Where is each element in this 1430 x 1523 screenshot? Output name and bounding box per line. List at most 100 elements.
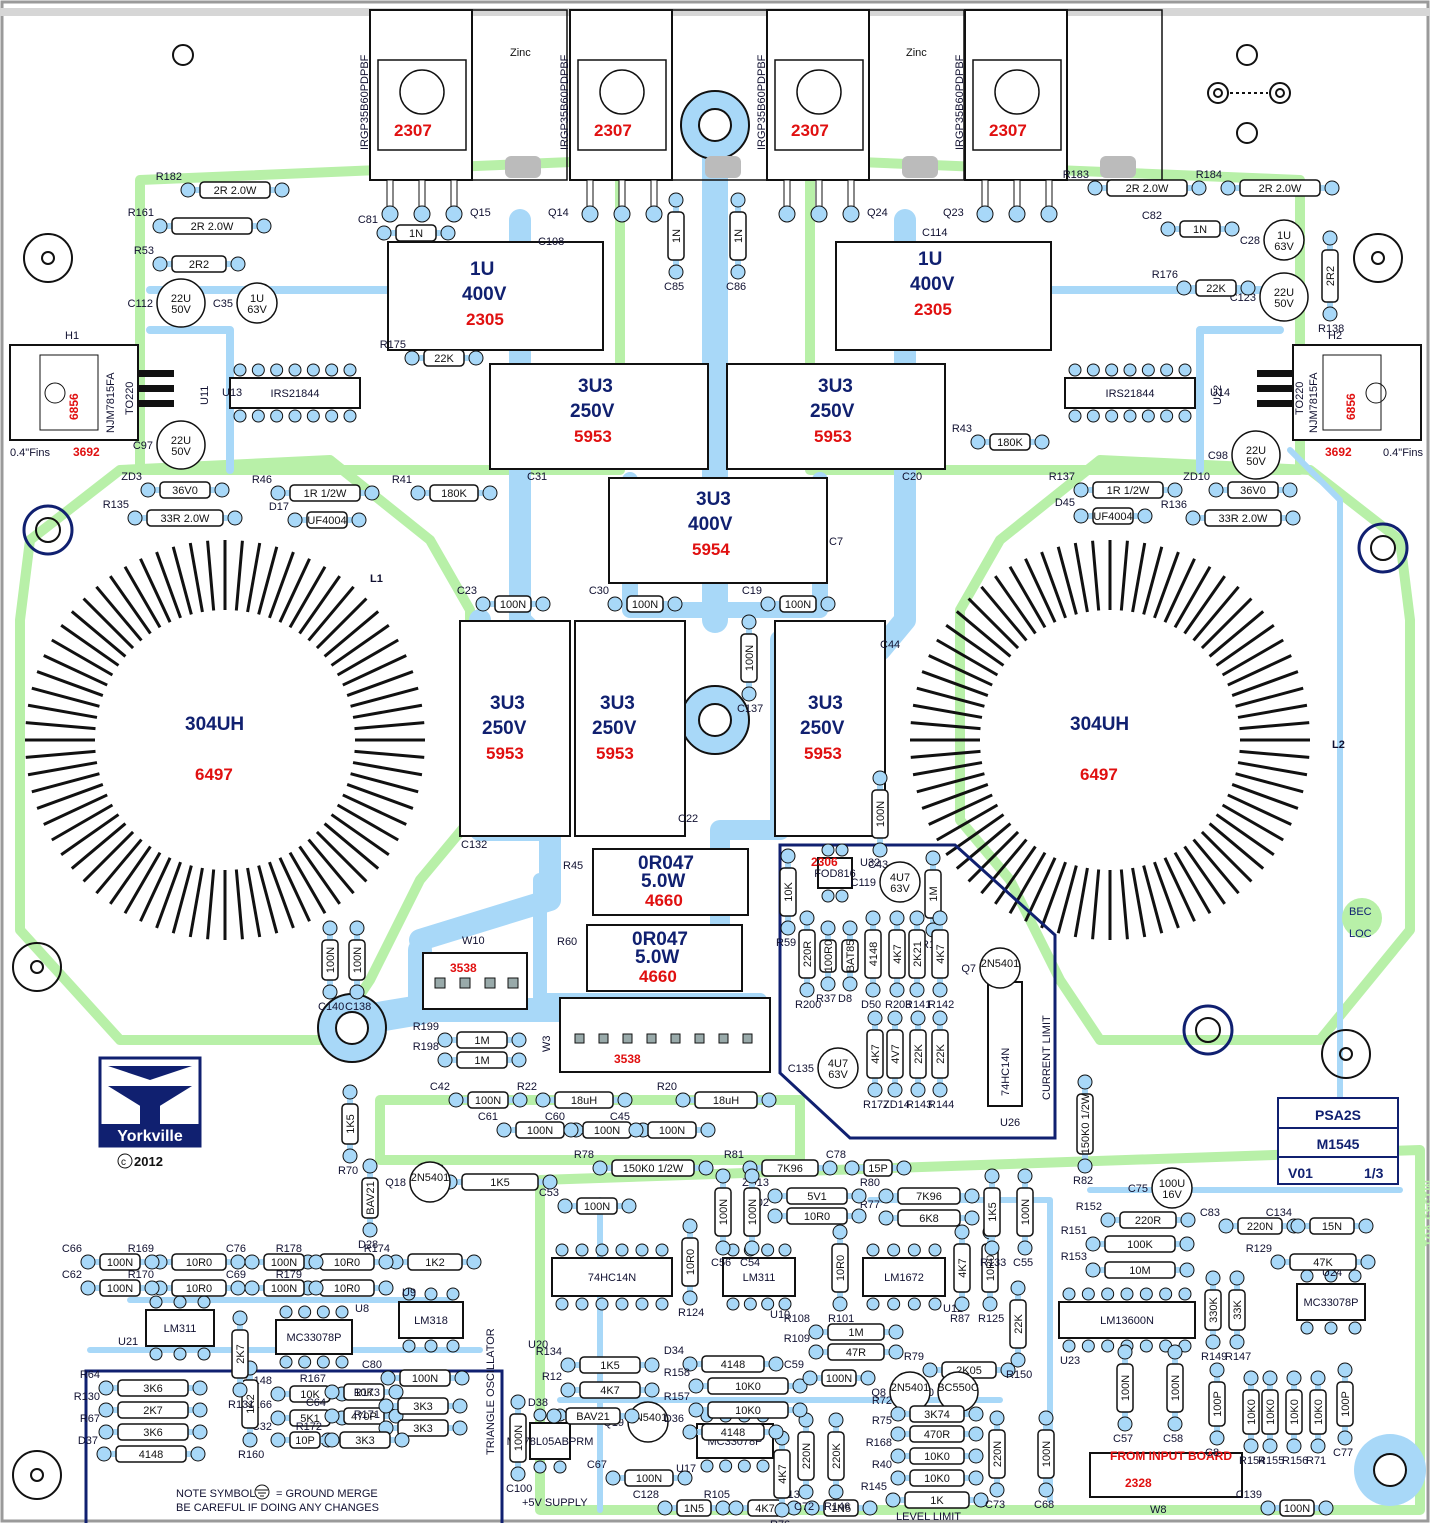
- reg-ref: U22: [1212, 385, 1224, 405]
- cap-volt: 250V: [800, 718, 845, 739]
- connector-w3: 3538 W3: [541, 997, 771, 1073]
- bec-loc-pad: [1342, 898, 1382, 938]
- w8-ref: W8: [1150, 1504, 1167, 1516]
- cap-volt: 250V: [482, 718, 527, 739]
- part-r143: 22K R143: [906, 1010, 932, 1111]
- igbt-part: IRGP35B60PDPBF: [756, 54, 768, 150]
- part-ref: D50: [861, 999, 881, 1011]
- part-value: 100N: [271, 1257, 297, 1269]
- part-ref: C75: [1128, 1183, 1148, 1195]
- note-line1: NOTE SYMBOL: [176, 1488, 255, 1500]
- reg-ref: U11: [199, 386, 211, 405]
- part-value: 1K: [930, 1495, 944, 1507]
- part-value: 10K0: [735, 1381, 761, 1393]
- part-value: 2R 2.0W: [214, 185, 257, 197]
- cap-code: 5954: [692, 540, 730, 559]
- part-value: 100N: [584, 1201, 610, 1213]
- part-value: 100N: [1041, 1441, 1053, 1467]
- part-value-2: 50V: [1274, 298, 1294, 310]
- part-ref: R124: [678, 1307, 704, 1319]
- ic-ref: U26: [1000, 1117, 1020, 1129]
- part-value: 3K3: [413, 1401, 433, 1413]
- part-value: 100N: [513, 1425, 525, 1451]
- part-ref: R143: [906, 1099, 932, 1111]
- part-value: 10K0: [924, 1473, 950, 1485]
- part-value: 100N: [785, 599, 811, 611]
- part-value: 10R0: [334, 1257, 360, 1269]
- part-value: 2K21: [912, 941, 924, 967]
- igbt-ref: Q24: [867, 207, 888, 219]
- part-r63: 1K5R63: [424, 1163, 558, 1191]
- part-ref: R172: [296, 1421, 322, 1433]
- part-value: 100N: [744, 645, 756, 671]
- w3-code: 3538: [614, 1052, 641, 1066]
- part-ref: C58: [1163, 1433, 1183, 1445]
- ic-part: MC33078P: [1303, 1297, 1358, 1309]
- part-ref: R169: [128, 1243, 154, 1255]
- from-input-label: FROM INPUT BOARD: [1110, 1449, 1232, 1463]
- part-ref: R142: [928, 999, 954, 1011]
- center-mount-mid-hole: [698, 703, 732, 737]
- part-value: 3K6: [143, 1427, 163, 1439]
- cap-code: 5953: [804, 744, 842, 763]
- part-ref: R136: [1161, 499, 1187, 511]
- part-value: 22K: [913, 1044, 925, 1064]
- l1-ref: L1: [370, 573, 383, 585]
- cap-volt: 400V: [688, 514, 733, 535]
- w10-code: 3538: [450, 961, 477, 975]
- part-value: 100P: [1212, 1391, 1224, 1417]
- part-value: 100K: [1127, 1239, 1153, 1251]
- part-ref: R146: [824, 1501, 850, 1513]
- ic-part: IRS21844: [271, 388, 320, 400]
- ic-ref: U23: [1060, 1355, 1080, 1367]
- part-value: 36V0: [172, 485, 198, 497]
- part-ref: C43: [868, 859, 888, 871]
- part-ref: R130: [74, 1391, 100, 1403]
- part-ref: Q8: [871, 1387, 886, 1399]
- part-value: 470P: [351, 1411, 377, 1423]
- part-ref: R184: [1196, 169, 1222, 181]
- part-value-2: 63V: [247, 304, 267, 316]
- shunt-power: 5.0W: [635, 947, 679, 968]
- part-ref: R182: [156, 171, 182, 183]
- note-line2: = GROUND MERGE: [276, 1488, 378, 1500]
- part-ref: D8: [838, 993, 852, 1005]
- ic-ref: U20: [528, 1339, 548, 1351]
- part-ref: R53: [134, 245, 154, 257]
- part-ref: R71: [1306, 1455, 1326, 1467]
- part-ref: C53: [539, 1187, 559, 1199]
- cap-value: 3U3: [578, 376, 613, 397]
- part-ref: R87: [950, 1313, 970, 1325]
- inductor-code: 6497: [1080, 765, 1118, 784]
